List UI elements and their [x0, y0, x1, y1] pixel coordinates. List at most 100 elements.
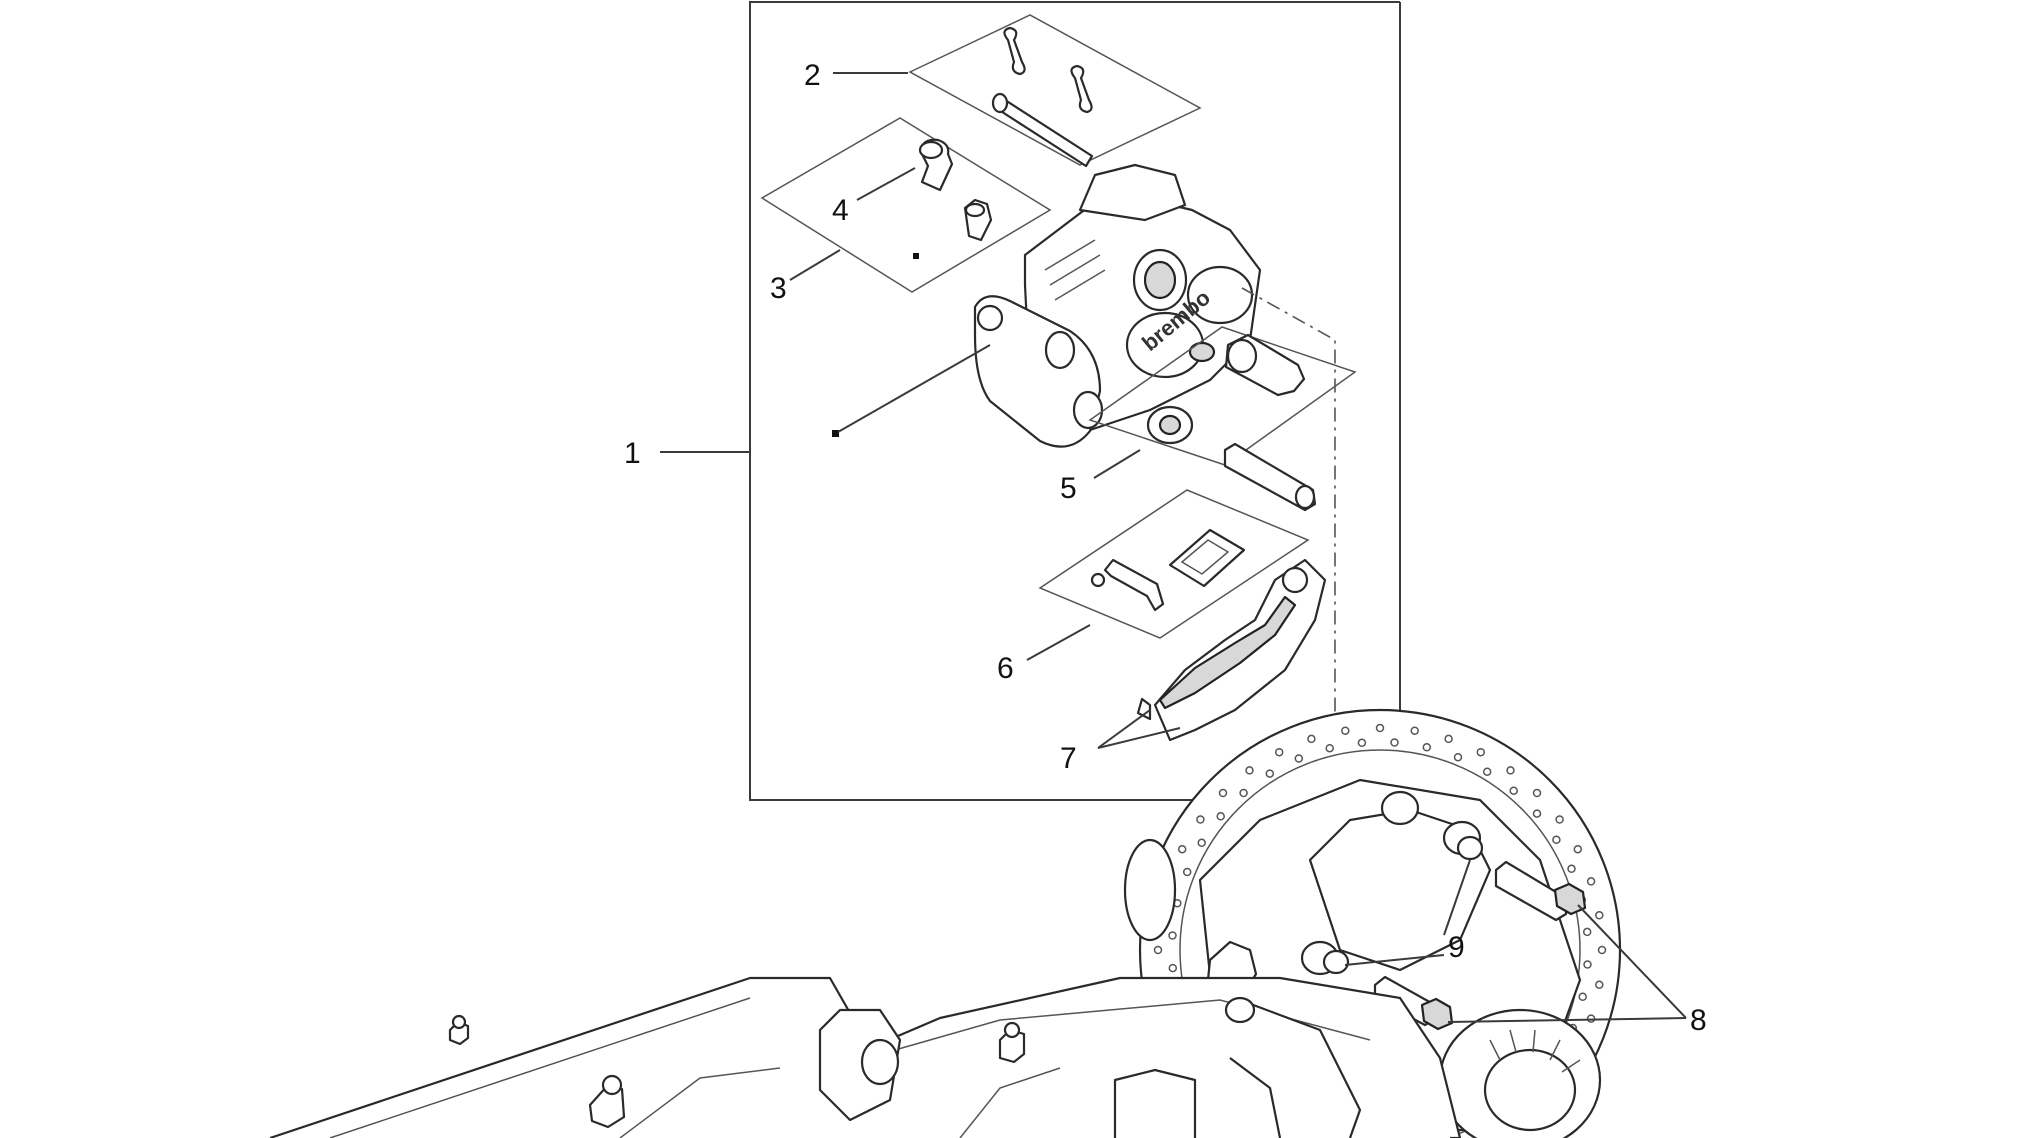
callout-8-label: 8: [1690, 1004, 1707, 1037]
callout-6-label: 6: [997, 652, 1014, 685]
disc-vent-hole: [1582, 927, 1592, 937]
disc-vent-hole: [1168, 963, 1178, 973]
brake-pad-hole: [1281, 566, 1309, 594]
disc-vent-hole: [1218, 788, 1228, 798]
disc-vent-hole: [1583, 960, 1592, 969]
callout-6-leader: [1026, 624, 1091, 661]
disc-vent-hole: [1453, 752, 1463, 762]
disc-vent-hole: [1552, 835, 1561, 845]
axle-nut-part: [1113, 1068, 1197, 1138]
marker-dot: [913, 253, 919, 259]
marker-dot: [832, 430, 839, 437]
callout-4-label: 4: [832, 194, 849, 227]
slide-bolt-top-head: [1226, 338, 1258, 374]
disc-vent-hole: [1509, 786, 1518, 795]
r-clip-part: [1070, 64, 1093, 114]
disc-vent-hole: [1168, 931, 1177, 940]
disc-vent-hole: [1532, 809, 1542, 818]
disc-vent-hole: [1482, 767, 1492, 776]
disc-vent-hole: [1239, 788, 1248, 798]
brake-pad-tab: [1136, 697, 1152, 721]
disc-vent-hole: [1597, 945, 1607, 955]
disc-vent-hole: [1422, 743, 1432, 752]
callout-9-leader-b: [1344, 954, 1445, 966]
disc-vent-hole: [1177, 844, 1187, 854]
disc-vent-hole: [1573, 844, 1583, 854]
mount-bolt-upper-part: [1494, 860, 1568, 922]
hub-gear-teeth: [1489, 1029, 1581, 1073]
disc-vent-hole: [1476, 747, 1486, 757]
bleeder-valve-top: [964, 202, 986, 218]
pad-clip-ring: [1090, 572, 1106, 588]
disc-vent-hole: [1390, 738, 1399, 747]
swingarm-stud-head: [451, 1014, 467, 1030]
callout-7-label: 7: [1060, 742, 1077, 775]
marker-leader: [837, 344, 991, 433]
callout-9-label: 9: [1448, 931, 1465, 964]
pad-spring-inner: [1180, 539, 1230, 575]
disc-vent-hole: [1197, 838, 1206, 848]
disc-vent-hole: [1595, 980, 1604, 989]
disc-vent-hole: [1357, 738, 1367, 748]
brake-pad-friction-part: [1158, 595, 1297, 710]
swingarm-lower-edge: [619, 1067, 1061, 1138]
disc-vent-hole: [1375, 723, 1385, 733]
bleeder-cap-top: [918, 140, 944, 160]
slide-pin-long-end: [1294, 484, 1316, 510]
pin-kit-panel: [908, 14, 1202, 166]
disc-vent-hole: [1182, 867, 1192, 877]
mount-hole-top: [1380, 790, 1420, 826]
disc-vent-hole: [1567, 864, 1576, 874]
callout-8-leader-b: [1447, 1017, 1687, 1023]
bracket-hole-top: [1044, 330, 1076, 370]
caliper-top-block: [1078, 163, 1187, 222]
swingarm-pivot-part: [860, 1038, 900, 1086]
disc-vent-hole: [1444, 734, 1453, 744]
slide-pin-kit-panel: [1088, 326, 1357, 466]
caliper-bracket-part: [973, 295, 1102, 448]
disc-vent-hole: [1196, 815, 1205, 824]
r-clip-part: [1003, 26, 1026, 76]
caliper-nut: [1188, 341, 1216, 363]
callout-8-leader-a: [1577, 904, 1687, 1019]
bleeder-kit-panel: [760, 117, 1052, 293]
callout-5-label: 5: [1060, 472, 1077, 505]
boot-seal-inner: [1158, 414, 1182, 436]
disc-vent-hole: [1294, 754, 1304, 763]
mount-bolt-upper-head: [1553, 882, 1587, 916]
disc-vent-hole: [1555, 815, 1564, 824]
disc-vent-hole: [1153, 945, 1163, 955]
swingarm-nut-top: [601, 1074, 623, 1096]
callout-4-leader: [856, 167, 916, 201]
disc-vent-hole: [1410, 726, 1419, 735]
disc-vent-hole: [1274, 747, 1284, 757]
hub-flange-left: [1123, 838, 1177, 942]
disc-vent-hole: [1245, 766, 1254, 775]
pad-spring-kit-panel: [1038, 489, 1310, 639]
pin-head: [991, 92, 1009, 114]
caliper-piston-inner: [1143, 260, 1177, 300]
disc-vent-hole: [1578, 992, 1587, 1002]
mount-bolt-lower-head: [1420, 997, 1454, 1031]
kit-boundary-box: [749, 1, 1401, 801]
callout-2-label: 2: [804, 59, 821, 92]
callout-7-leader-b: [1097, 727, 1181, 749]
hub-gear-center: [1483, 1048, 1577, 1132]
axle-nut-hole: [1224, 996, 1256, 1024]
callout-3-leader: [789, 249, 841, 281]
disc-vent-hole: [1265, 769, 1275, 778]
caliper-pin-part: [994, 96, 1094, 168]
washer-upper-part: [1456, 835, 1484, 861]
disc-vent-hole: [1325, 743, 1334, 753]
callout-1-label: 1: [624, 437, 641, 470]
disc-vent-hole: [1532, 788, 1542, 798]
caliper-side-boss: [976, 304, 1004, 332]
washer-lower-part: [1322, 949, 1350, 975]
bracket-hole-bottom: [1072, 390, 1104, 430]
disc-vent-hole: [1307, 734, 1316, 744]
callout-5-leader: [1093, 449, 1141, 479]
caliper-logo-disc-2: [1186, 265, 1254, 325]
swingarm-arm-part: [1229, 998, 1362, 1138]
callout-7-leader-a: [1097, 709, 1151, 749]
